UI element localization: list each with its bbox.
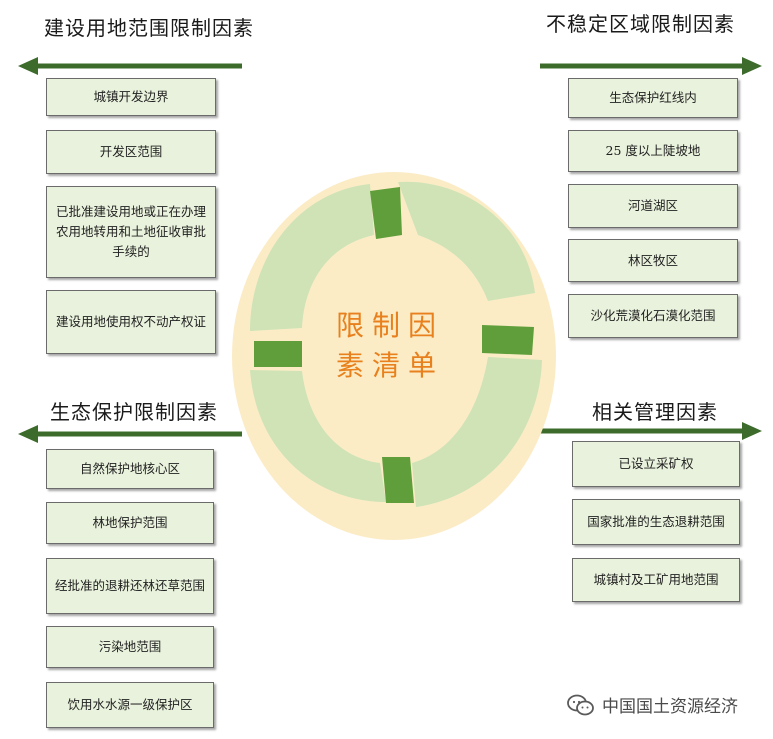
unstable-item: 生态保护红线内 [568,78,738,118]
management-item: 国家批准的生态退耕范围 [572,499,740,545]
center-label-line2: 素清单 [335,349,444,382]
center-label: 限制因 素清单 [320,306,460,386]
title-construction: 建设用地范围限制因素 [44,16,254,40]
construction-item: 已批准建设用地或正在办理农用地转用和土地征收审批手续的 [46,186,216,278]
left-arrow-bottom [18,425,242,443]
ecology-item: 林地保护范围 [46,502,214,544]
watermark-text: 中国国土资源经济 [602,697,738,717]
ring-segment-top-left [250,184,374,331]
unstable-item: 沙化荒漠化石漠化范围 [568,294,738,338]
unstable-item: 河道湖区 [568,184,738,228]
ecology-item: 自然保护地核心区 [46,449,214,489]
ring-connector-right [482,325,534,355]
ecology-item: 饮用水水源一级保护区 [46,682,214,728]
watermark: 中国国土资源经济 [566,692,738,717]
left-arrow-top [18,57,242,75]
title-ecology: 生态保护限制因素 [50,400,218,424]
ecology-item: 污染地范围 [46,626,214,668]
unstable-item: 25 度以上陡坡地 [568,130,738,172]
title-management: 相关管理因素 [592,400,718,424]
ring-segment-top-right [398,181,535,301]
ring-connector-top [370,187,402,239]
right-arrow-bottom [540,422,762,440]
ring-connector-bottom [382,457,414,503]
construction-item: 建设用地使用权不动产权证 [46,290,216,354]
right-arrow-top [540,57,762,75]
ecology-item: 经批准的退耕还林还草范围 [46,558,214,614]
wechat-icon [567,694,594,715]
center-label-line1: 限制因 [335,309,444,342]
ring-segment-bottom-right [412,357,542,507]
ring-connector-left [254,341,302,367]
construction-item: 开发区范围 [46,130,216,174]
construction-item: 城镇开发边界 [46,78,216,116]
unstable-item: 林区牧区 [568,239,738,282]
title-unstable: 不稳定区域限制因素 [546,12,735,36]
limit-factor-ring [232,172,556,540]
management-item: 城镇村及工矿用地范围 [572,558,740,602]
ring-segment-bottom-left [250,370,386,502]
management-item: 已设立采矿权 [572,441,740,487]
